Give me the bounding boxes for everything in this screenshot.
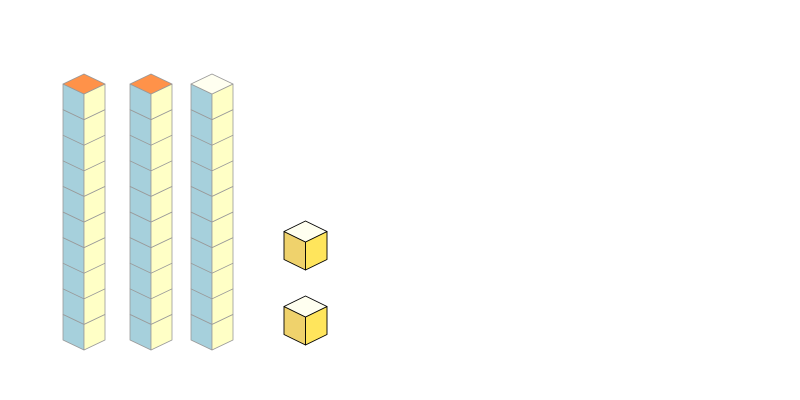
unit-cube-1: [283, 220, 328, 271]
unit-cubes-group: [283, 220, 328, 346]
ten-rods-group: [62, 73, 234, 351]
rod-top-face: [190, 73, 234, 95]
rod-top-face: [129, 73, 173, 95]
unit-cube-top-face: [283, 220, 328, 243]
rod-top-face: [62, 73, 106, 95]
ten-rod-2: [129, 73, 173, 351]
unit-cube-top-face: [283, 295, 328, 318]
ten-rod-3: [190, 73, 234, 351]
ten-rod-1: [62, 73, 106, 351]
unit-cube-2: [283, 295, 328, 346]
